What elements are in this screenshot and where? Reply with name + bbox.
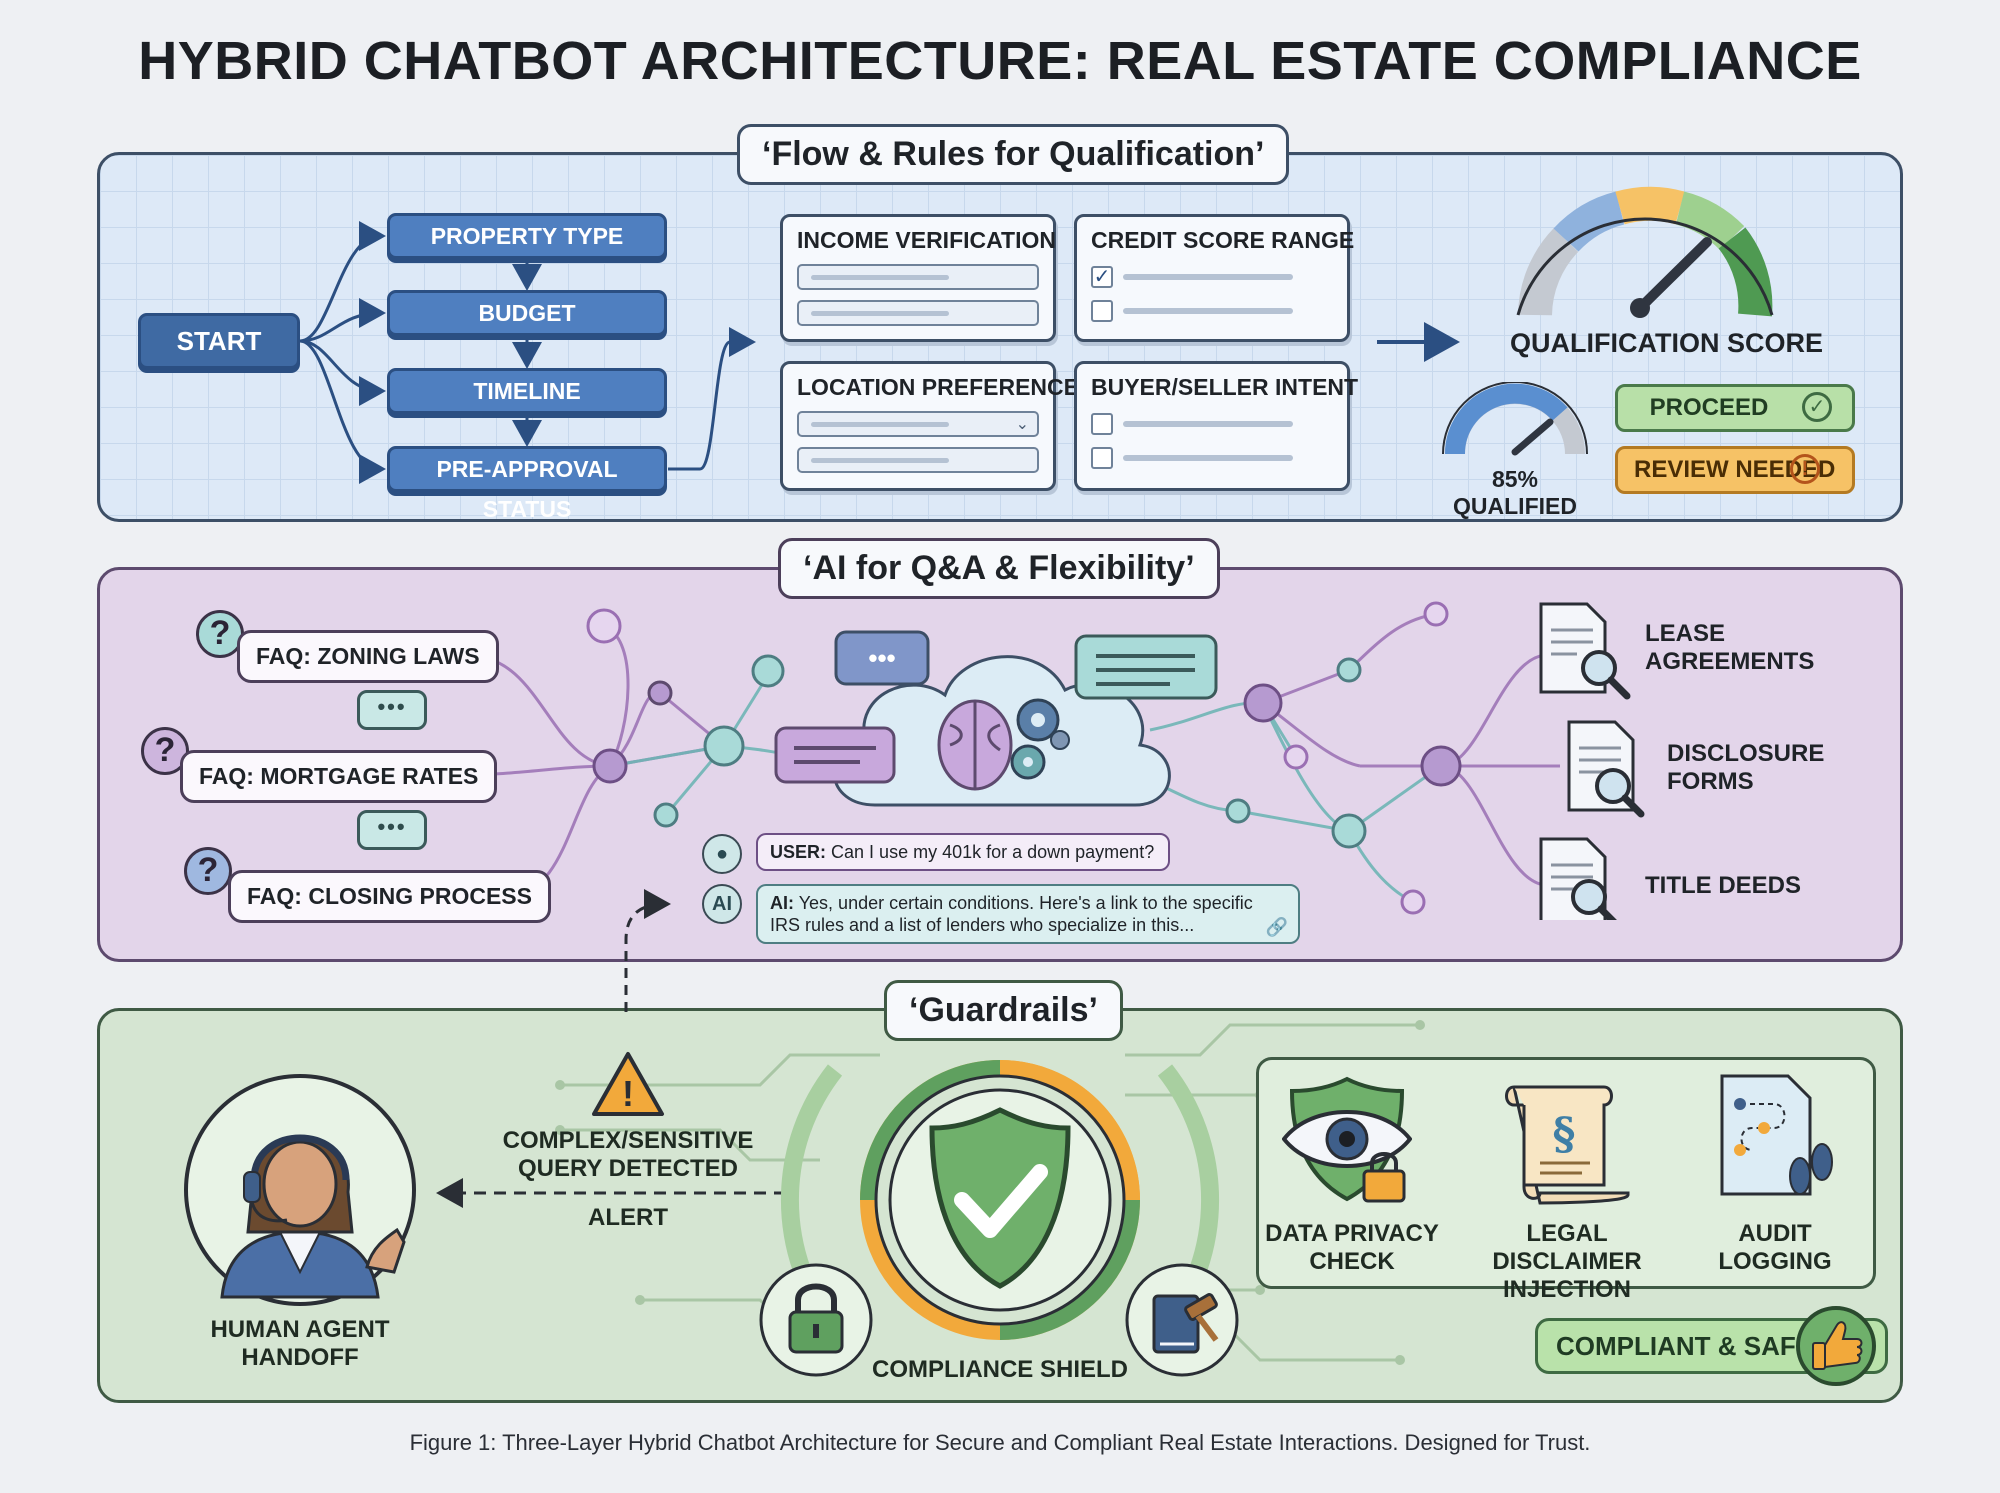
lease-document-icon xyxy=(1539,602,1631,700)
start-node: START xyxy=(138,313,300,369)
user-avatar-icon: ● xyxy=(702,834,742,874)
checkbox-icon xyxy=(1091,413,1113,435)
qualified-percent-label: 85% QUALIFIED xyxy=(1453,466,1577,519)
checkbox-icon xyxy=(1091,447,1113,469)
card-title: CREDIT SCORE RANGE xyxy=(1091,227,1355,253)
data-privacy-eye-lock-icon xyxy=(1282,1076,1412,1203)
page-title: HYBRID CHATBOT ARCHITECTURE: REAL ESTATE… xyxy=(138,31,1862,91)
svg-text:§: § xyxy=(1552,1109,1575,1160)
faq-closing-process-bubble: FAQ: CLOSING PROCESS xyxy=(228,870,551,923)
ai-response-text: Yes, under certain conditions. Here's a … xyxy=(770,893,1253,935)
faq-mortgage-rates-bubble: FAQ: MORTGAGE RATES xyxy=(180,750,498,803)
card-buyer-seller-intent: BUYER/SELLER INTENT xyxy=(1074,361,1359,491)
chevron-down-icon: ⌄ xyxy=(1015,416,1029,433)
data-privacy-check-label: DATA PRIVACY CHECK xyxy=(1265,1220,1439,1275)
ai-response-message: AI: Yes, under certain conditions. Here'… xyxy=(756,884,1300,944)
legal-scroll-icon: § xyxy=(1505,1085,1630,1205)
card-income-verification: INCOME VERIFICATION xyxy=(780,214,1056,342)
svg-text:!: ! xyxy=(622,1073,634,1114)
disclosure-forms-label: DISCLOSURE FORMS xyxy=(1667,740,1825,795)
warning-triangle-icon: ! xyxy=(592,1052,664,1116)
user-message-text: Can I use my 401k for a down payment? xyxy=(831,842,1155,862)
card-title: LOCATION PREFERENCE xyxy=(797,374,1079,400)
typing-dots-icon: ••• xyxy=(357,690,427,730)
document-icons-group xyxy=(1539,602,1645,920)
input-field xyxy=(797,264,1039,290)
faq-zoning-laws-bubble: FAQ: ZONING LAWS xyxy=(237,630,499,683)
link-icon[interactable]: 🔗 xyxy=(1265,917,1288,937)
step-budget: BUDGET xyxy=(387,290,667,336)
user-prefix: USER: xyxy=(770,842,827,862)
question-mark-icon: ? xyxy=(184,847,232,895)
compliant-safe-label: COMPLIANT & SAFE xyxy=(1556,1331,1814,1361)
card-location-preference: LOCATION PREFERENCE ⌄ xyxy=(780,361,1079,491)
exclamation-circle-icon: ! xyxy=(1790,453,1820,484)
ai-cloud-brain-icon: ••• xyxy=(774,630,1218,807)
law-book-gavel-icon xyxy=(1125,1263,1239,1377)
human-agent-handoff-label: HUMAN AGENT HANDOFF xyxy=(210,1316,390,1371)
proceed-status-badge: PROCEED ✓ xyxy=(1615,384,1855,432)
dropdown-field: ⌄ xyxy=(797,411,1039,437)
figure-caption: Figure 1: Three-Layer Hybrid Chatbot Arc… xyxy=(409,1430,1591,1455)
checked-checkbox-icon: ✓ xyxy=(1091,266,1113,288)
human-agent-avatar-icon xyxy=(184,1074,416,1306)
step-timeline: TIMELINE xyxy=(387,368,667,414)
audit-logging-label: AUDIT LOGGING xyxy=(1718,1220,1832,1275)
card-credit-score-range: CREDIT SCORE RANGE ✓ xyxy=(1074,214,1355,342)
guardrails-heading: ‘Guardrails’ xyxy=(884,980,1123,1041)
check-circle-icon: ✓ xyxy=(1802,391,1832,422)
thumbs-up-icon xyxy=(1796,1306,1876,1386)
step-pre-approval-status: PRE-APPROVAL STATUS xyxy=(387,446,667,522)
flow-rules-heading: ‘Flow & Rules for Qualification’ xyxy=(737,124,1290,185)
small-gauge-icon xyxy=(1442,382,1588,456)
checkbox-icon xyxy=(1091,300,1113,322)
ai-prefix: AI: xyxy=(770,893,794,913)
proceed-label: PROCEED xyxy=(1649,394,1769,421)
alert-label: ALERT xyxy=(588,1204,668,1231)
typing-dots-icon: ••• xyxy=(357,810,427,850)
audit-log-footprints-icon xyxy=(1720,1074,1833,1196)
card-title: BUYER/SELLER INTENT xyxy=(1091,374,1359,400)
legal-disclaimer-injection-label: LEGAL DISCLAIMER INJECTION xyxy=(1492,1220,1642,1303)
qualification-score-label: QUALIFICATION SCORE xyxy=(1510,328,1823,358)
lease-agreements-label: LEASE AGREEMENTS xyxy=(1645,620,1815,675)
input-field xyxy=(797,447,1039,473)
card-title: INCOME VERIFICATION xyxy=(797,227,1056,253)
complex-query-detected-label: COMPLEX/SENSITIVE QUERY DETECTED xyxy=(502,1127,754,1182)
review-needed-badge: REVIEW NEEDED! xyxy=(1615,446,1855,494)
svg-text:•••: ••• xyxy=(868,643,895,673)
compliance-shield-icon xyxy=(860,1060,1140,1340)
question-mark-icon: ? xyxy=(141,727,189,775)
qualification-gauge-icon xyxy=(1516,186,1774,318)
step-property-type: PROPERTY TYPE xyxy=(387,213,667,259)
ai-avatar-icon: AI xyxy=(702,884,742,924)
title-deeds-label: TITLE DEEDS xyxy=(1645,872,1802,899)
ai-qa-heading: ‘AI for Q&A & Flexibility’ xyxy=(778,538,1220,599)
user-message: USER: Can I use my 401k for a down payme… xyxy=(756,833,1170,871)
padlock-icon xyxy=(759,1263,873,1377)
compliance-shield-label: COMPLIANCE SHIELD xyxy=(871,1356,1128,1383)
input-field xyxy=(797,300,1039,326)
